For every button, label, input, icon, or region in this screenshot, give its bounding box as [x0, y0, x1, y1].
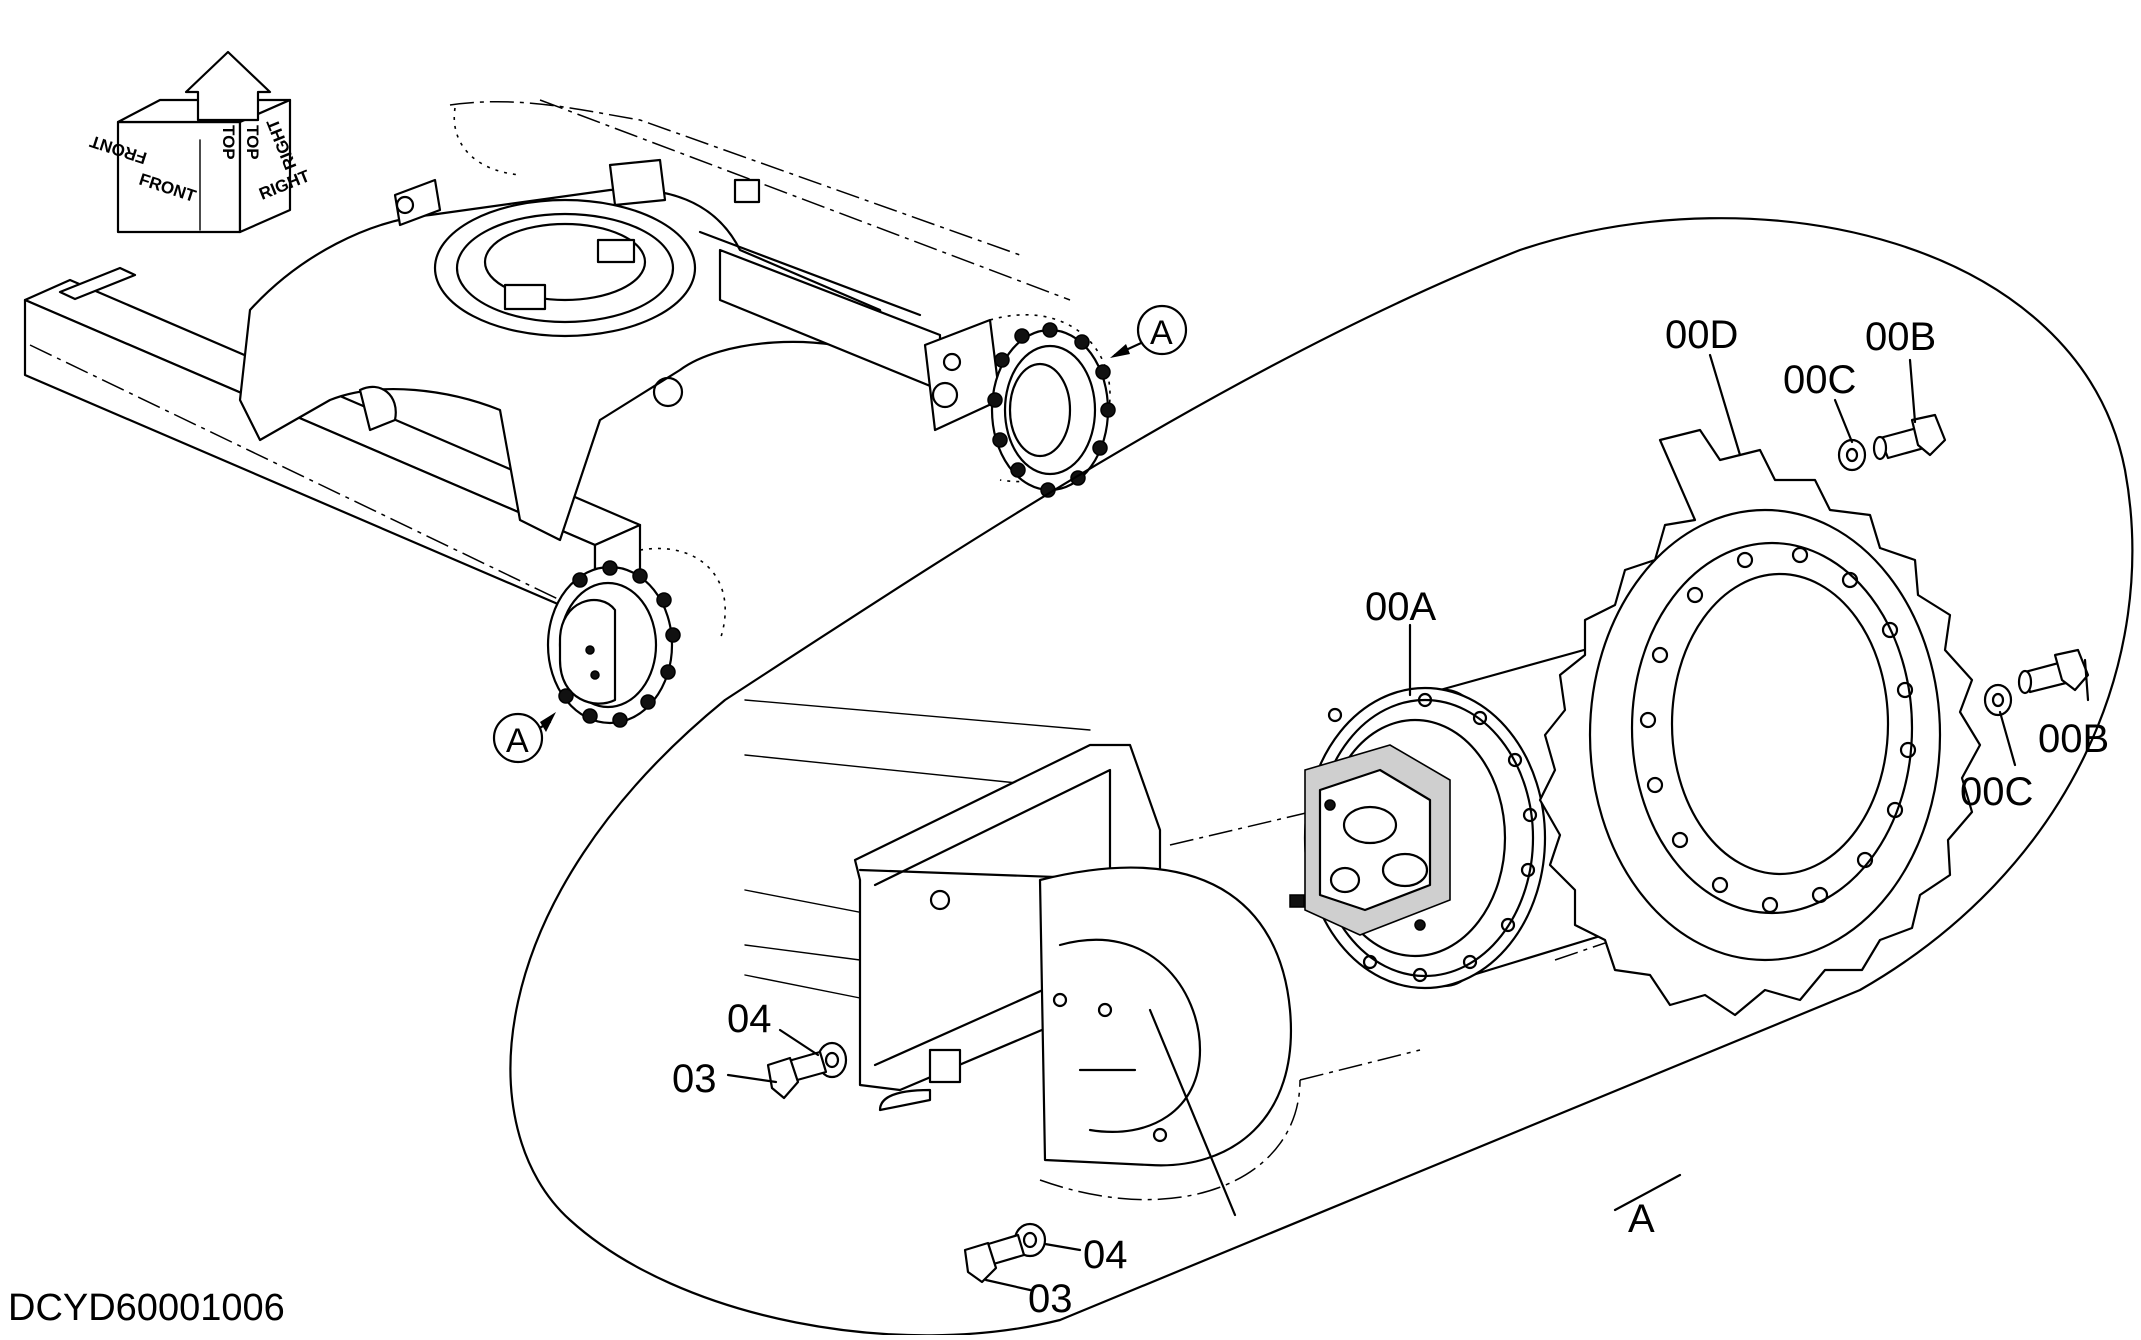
detail-a-outline — [509, 217, 2134, 1337]
callout-04-left: 04 — [727, 997, 772, 1041]
detail-reference-upper: A — [1110, 304, 1188, 358]
callout-00d: 00D — [1665, 313, 1738, 357]
sprocket-00d — [1538, 428, 1982, 1017]
detail-reference-lower-label: A — [506, 722, 529, 760]
callout-00b-lower: 00B — [2038, 717, 2109, 761]
callout-04-bottom: 04 — [1083, 1233, 1128, 1277]
bolt-left-03 — [766, 1050, 828, 1100]
track-frame-end — [744, 699, 1301, 1217]
bolt-bottom-03 — [963, 1233, 1026, 1284]
bolt-upper-00b — [1872, 413, 1947, 461]
top-label-mirror: TOP — [243, 125, 262, 160]
callout-03-bottom: 03 — [1028, 1277, 1073, 1321]
detail-a-label: A — [1628, 1197, 1655, 1241]
callout-03-left: 03 — [672, 1057, 717, 1101]
sprocket-upper-overview — [987, 314, 1116, 498]
detail-reference-upper-label: A — [1150, 314, 1173, 352]
top-label: TOP — [219, 125, 238, 160]
callout-00c-upper: 00C — [1783, 358, 1856, 402]
direction-indicator: FRONT FRONT TOP TOP RIGHT RIGHT — [87, 50, 313, 234]
callout-00c-lower: 00C — [1960, 770, 2033, 814]
washer-upper-00c — [1837, 438, 1867, 472]
washer-lower-00c — [1983, 683, 2013, 717]
document-id: DCYD60001006 — [8, 1287, 285, 1329]
detail-reference-lower: A — [492, 712, 556, 764]
callout-00b-upper: 00B — [1865, 315, 1936, 359]
callout-00a: 00A — [1365, 585, 1436, 629]
leader-lines — [726, 353, 2090, 1292]
bolt-lower-00b — [2017, 648, 2090, 695]
undercarriage-overview — [23, 99, 1071, 622]
sprocket-lower-overview — [546, 547, 726, 728]
